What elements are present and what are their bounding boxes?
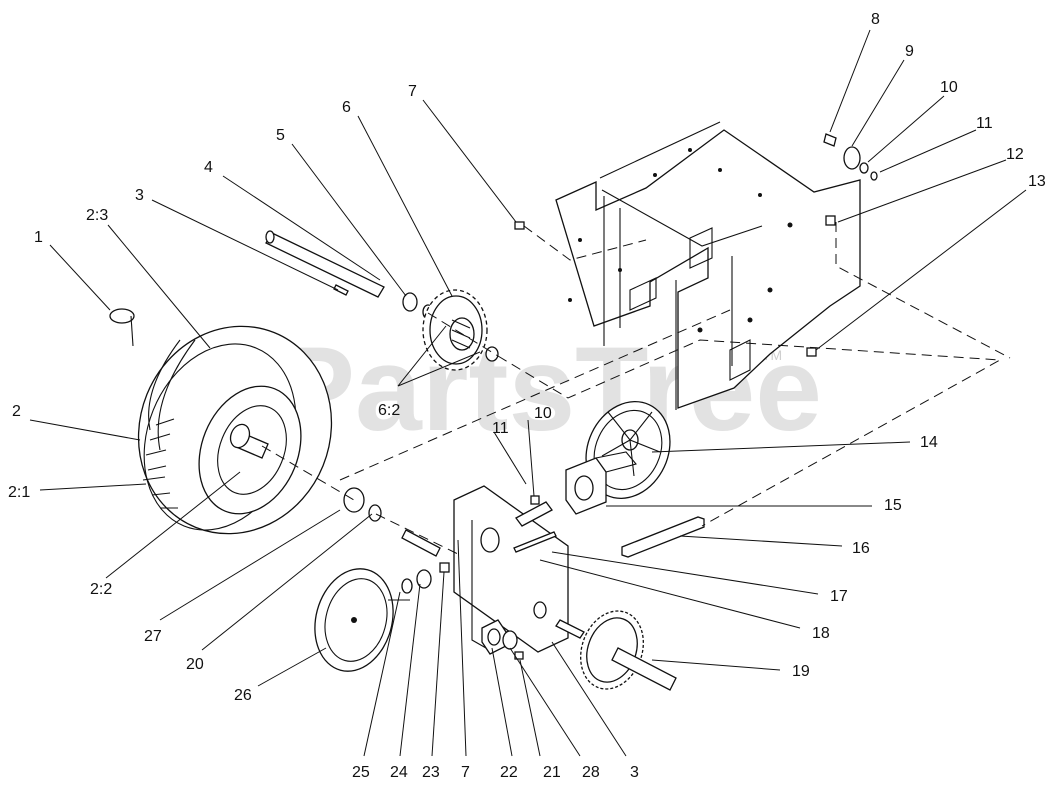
axle-shaft-part	[265, 230, 385, 298]
callout-11-mid: 11	[492, 420, 509, 437]
callout-11: 11	[976, 115, 993, 132]
bolt-part	[806, 347, 817, 357]
callout-3: 3	[135, 187, 144, 204]
callout-12: 12	[1006, 146, 1024, 163]
leader-lines	[29, 29, 1027, 757]
nut-part	[825, 215, 836, 226]
spacer-part	[401, 529, 441, 557]
callout-1: 1	[34, 229, 43, 246]
callout-22: 22	[500, 764, 518, 781]
callout-13: 13	[1028, 173, 1046, 190]
washer-part	[368, 504, 382, 522]
bearing-part	[485, 346, 499, 362]
callout-16: 16	[852, 540, 870, 557]
callout-6: 6	[342, 99, 351, 116]
callout-25: 25	[352, 764, 370, 781]
callout-18: 18	[812, 625, 830, 642]
flange-bearing-part	[343, 487, 365, 513]
callout-15: 15	[884, 497, 902, 514]
callout-24: 24	[390, 764, 408, 781]
chassis-housing-part	[555, 121, 861, 410]
tire-wheel-part	[137, 325, 333, 535]
callout-17: 17	[830, 588, 848, 605]
nut-part	[530, 495, 540, 505]
callout-19: 19	[792, 663, 810, 680]
callout-labels: 1 2:3 3 4 5 6 7 8 9 10 11 12 13 2 2:1 2:…	[8, 11, 1046, 781]
callout-10-mid: 10	[534, 405, 552, 422]
shift-rod-part	[621, 516, 705, 558]
hairpin-clip-part	[109, 308, 135, 347]
washer-part	[416, 569, 432, 589]
bolt-part	[514, 221, 525, 230]
bearing-housing-part	[565, 451, 637, 515]
callout-5: 5	[276, 127, 285, 144]
washer-part	[502, 630, 518, 650]
callout-3-bottom: 3	[630, 764, 639, 781]
callout-2: 2	[12, 403, 21, 420]
callout-2-3: 2:3	[86, 207, 108, 224]
callout-20: 20	[186, 656, 204, 673]
callout-28: 28	[582, 764, 600, 781]
callout-14: 14	[920, 434, 938, 451]
wheel-disc-part	[314, 568, 410, 672]
callout-9: 9	[905, 43, 914, 60]
callout-8: 8	[871, 11, 880, 28]
callout-7-bottom: 7	[461, 764, 470, 781]
gear-part	[555, 610, 677, 691]
callout-2-1: 2:1	[8, 484, 30, 501]
hub-part	[401, 578, 413, 594]
callout-2-2: 2:2	[90, 581, 112, 598]
callout-27: 27	[144, 628, 162, 645]
callout-6-2: 6:2	[378, 402, 400, 419]
washer-part	[402, 292, 418, 312]
callout-26: 26	[234, 687, 252, 704]
pivot-hardware-part	[823, 133, 878, 181]
side-plate-part	[453, 485, 569, 653]
nut-part	[439, 562, 450, 573]
drive-disc-part	[585, 400, 671, 500]
callout-7: 7	[408, 83, 417, 100]
callout-23: 23	[422, 764, 440, 781]
callout-4: 4	[204, 159, 213, 176]
callout-21: 21	[543, 764, 561, 781]
sprocket-part	[422, 289, 488, 371]
callout-10: 10	[940, 79, 958, 96]
